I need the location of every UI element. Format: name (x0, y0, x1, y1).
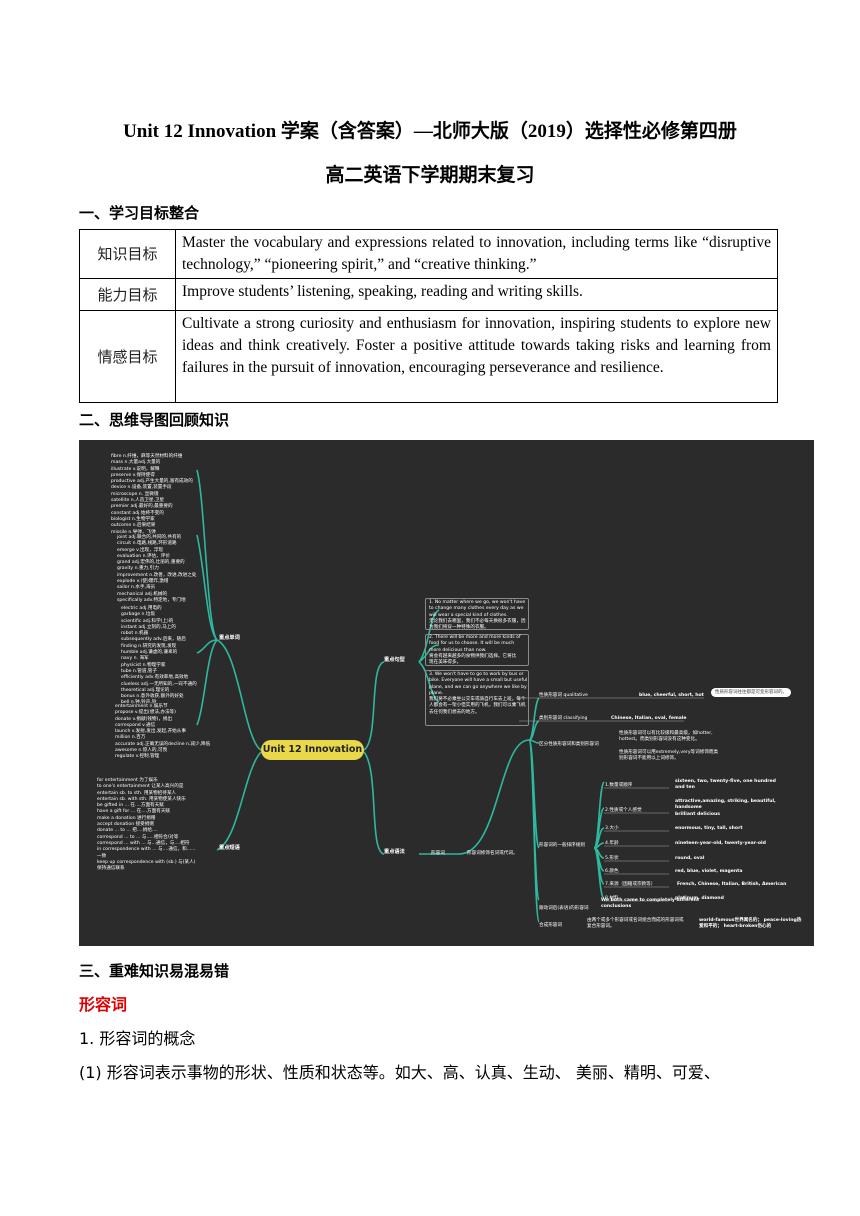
grammar-adjective-desc: 形容词修饰名词或代词。 (467, 851, 518, 856)
branch-sentences: 重点句型 (384, 657, 405, 663)
document-title-line1: Unit 12 Innovation 学案（含答案）—北师大版（2019）选择性… (123, 121, 737, 142)
goal-text: Master the vocabulary and expressions re… (175, 229, 778, 279)
branch-grammar: 重点语法 (384, 849, 405, 855)
table-row: 情感目标 Cultivate a strong curiosity and en… (79, 310, 778, 403)
order-example-2: attractive,amazing, striking, beautiful,… (675, 799, 776, 817)
order-example-4: nineteen-year-old, twenty-year-old (675, 841, 766, 846)
learning-goals-table: 知识目标 Master the vocabulary and expressio… (79, 229, 778, 403)
table-row: 知识目标 Master the vocabulary and expressio… (79, 229, 778, 279)
paragraph-1: 1. 形容词的概念 (79, 1029, 196, 1048)
grammar-predicative-example: We both came to completely different con… (601, 898, 700, 910)
grammar-adjective: 形容词 (431, 851, 445, 856)
grammar-distinguish: 区分性质形容词和类别形容词 (539, 742, 599, 747)
mind-map-center-node: Unit 12 Innovation (261, 740, 364, 760)
grammar-distinguish-2: 性质形容词可以用extremely,very等词修饰而类 别形容词不能用以上词修… (619, 750, 719, 762)
sentence-box-2 (425, 634, 529, 666)
order-rule-6: 6.颜色 (605, 869, 619, 874)
words-group-3: electric adj.用电的 garbage n.垃圾 scientific… (121, 606, 197, 706)
order-example-5: round, oval (675, 856, 705, 861)
topic-heading-adjective: 形容词 (79, 995, 128, 1014)
phrases-list: for entertainment 为了娱乐 to one's entertai… (97, 778, 196, 872)
sentence-3: 3. We won't have to go to work by bus or… (429, 672, 528, 715)
section-heading-mindmap: 二、思维导图回顾知识 (79, 411, 230, 429)
table-row: 能力目标 Improve students’ listening, speaki… (79, 278, 778, 311)
branch-phrases: 重点短语 (219, 845, 240, 851)
order-rule-7: 7.来源（国籍或宗教等） (605, 882, 656, 887)
words-group-2: joint adj.联合的,共同的,共有的 circuit n.电路,线路,环形… (117, 535, 197, 603)
order-rule-3: 3.大小 (605, 826, 619, 831)
grammar-classifying-example: Chinese, Italian, oval, female (611, 716, 687, 721)
goal-label: 知识目标 (79, 229, 176, 279)
order-example-3: enormous, tiny, tall, short (675, 826, 743, 831)
words-group-4: entertainment n.娱乐节 propose v.提出(想法,办法等)… (115, 704, 211, 760)
order-rule-5: 5.形状 (605, 856, 619, 861)
words-group-1: fibre n.纤维，麻等天然材料的纤维 mass n.大量adj.大量的 il… (111, 454, 193, 535)
grammar-classifying: 类别形容词 classifying (539, 716, 588, 721)
goal-text: Improve students’ listening, speaking, r… (175, 278, 778, 311)
order-example-8: platinum, diamond (675, 896, 724, 901)
order-example-7: French, Chinese, Italian, British, Ameri… (677, 882, 787, 887)
sentence-2: 2. There will be more and more kinds of … (429, 635, 521, 666)
grammar-qualitative-example: blue, cheerful, short, hot (639, 693, 704, 698)
paragraph-2: (1) 形容词表示事物的形状、性质和状态等。如大、高、认真、生动、 美丽、精明、… (79, 1063, 720, 1082)
sentence-1: 1. No matter where we go, we won't have … (429, 600, 526, 631)
document-title-line2: 高二英语下学期期末复习 (325, 165, 535, 186)
section-heading-goals: 一、学习目标整合 (79, 204, 200, 222)
order-example-6: red, blue, violet, magenta (675, 869, 743, 874)
grammar-order: 形容词的一般排序规则 (539, 843, 585, 848)
goal-text: Cultivate a strong curiosity and enthusi… (175, 310, 778, 403)
grammar-qualitative: 性质形容词 qualitative (539, 693, 588, 698)
order-rule-2: 2.性质或个人感觉 (605, 808, 642, 813)
branch-words: 重点单词 (219, 635, 240, 641)
mind-map-connectors (196, 469, 704, 923)
sentence-box-3 (425, 670, 529, 726)
grammar-note: 性质形容词往往都是可变形容词的。 (711, 688, 791, 697)
mind-map: fibre n.纤维，麻等天然材料的纤维 mass n.大量adj.大量的 il… (79, 440, 814, 946)
order-rule-1: 1.数量或顺序 (605, 783, 633, 788)
goal-label: 情感目标 (79, 310, 176, 403)
goal-label: 能力目标 (79, 278, 176, 311)
section-heading-key-points: 三、重难知识易混易错 (79, 962, 230, 980)
grammar-compound: 合成形容词 (539, 923, 562, 928)
order-example-1: sixteen, two, twenty-five, one hundred a… (675, 779, 776, 791)
order-rule-8: 8.材料 (605, 896, 619, 901)
sentence-box-1 (425, 598, 529, 630)
grammar-predicative: 跟动词后(表语)的形容词 (539, 906, 589, 911)
order-rule-4: 4.年龄 (605, 841, 619, 846)
grammar-compound-desc: 由两个或多个形容词或名词组合而成的形容词或 复合形容词。 (587, 918, 684, 930)
grammar-distinguish-1: 性质形容词可以有比较级和最高级，如hotter, hottest。而类别形容词没… (619, 731, 713, 743)
grammar-compound-example: world-famous世界闻名的； peace-loving热 爱和平的； h… (699, 918, 802, 930)
